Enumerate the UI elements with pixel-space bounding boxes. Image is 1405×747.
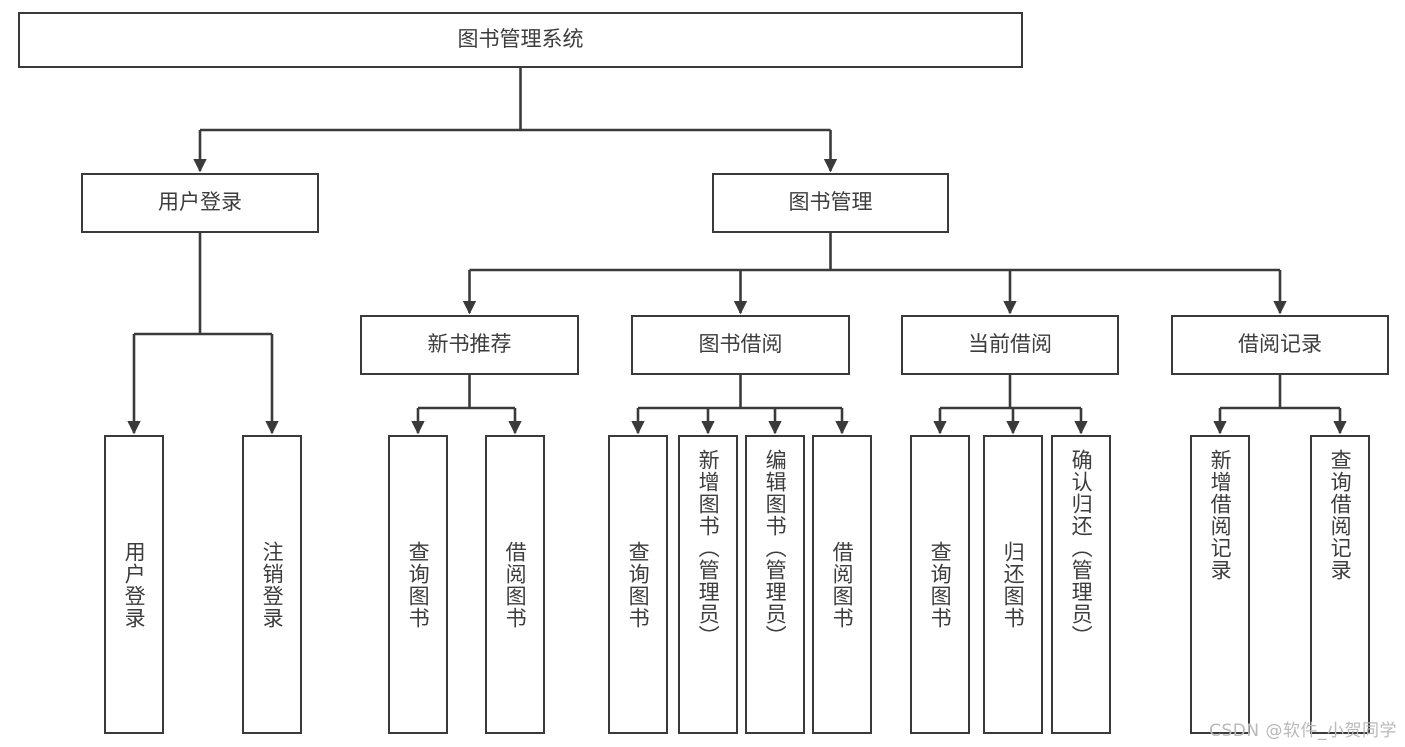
node-label: 用户登录: [158, 190, 242, 215]
node-current-borrow[interactable]: 当前借阅: [901, 315, 1119, 375]
node-label: 新书推荐: [427, 332, 512, 357]
node-leaf-query-book-borrow[interactable]: 查询图书: [608, 435, 668, 734]
node-label: 借阅图书: [503, 540, 528, 629]
node-leaf-return-book[interactable]: 归还图书: [983, 435, 1043, 734]
node-label: 查询借阅记录: [1328, 449, 1353, 581]
node-label: 新增图书（管理员）: [696, 449, 721, 647]
node-leaf-edit-book[interactable]: 编辑图书（管理员）: [745, 435, 805, 734]
node-label: 查询图书: [928, 540, 953, 629]
node-leaf-borrow-book-recommend[interactable]: 借阅图书: [485, 435, 545, 734]
node-leaf-query-book-current[interactable]: 查询图书: [910, 435, 970, 734]
node-leaf-add-book[interactable]: 新增图书（管理员）: [678, 435, 738, 734]
watermark-text: CSDN @软件_小贺同学: [1209, 721, 1397, 741]
node-label: 注销登录: [260, 540, 285, 629]
node-root[interactable]: 图书管理系统: [18, 12, 1023, 68]
node-leaf-confirm-return[interactable]: 确认归还（管理员）: [1051, 435, 1111, 734]
node-label: 确认归还（管理员）: [1069, 449, 1094, 647]
node-leaf-add-record[interactable]: 新增借阅记录: [1190, 435, 1250, 734]
node-leaf-query-record[interactable]: 查询借阅记录: [1310, 435, 1370, 734]
node-label: 查询图书: [626, 540, 651, 629]
node-leaf-user-login[interactable]: 用户登录: [104, 435, 164, 734]
node-label: 图书管理系统: [457, 27, 584, 52]
node-label: 新增借阅记录: [1208, 449, 1233, 581]
node-label: 图书管理: [788, 190, 873, 215]
node-user-login[interactable]: 用户登录: [81, 173, 319, 233]
node-label: 查询图书: [406, 540, 431, 629]
node-label: 图书借阅: [698, 332, 783, 357]
node-label: 当前借阅: [968, 332, 1052, 357]
node-label: 编辑图书（管理员）: [763, 449, 788, 647]
node-new-book-recommend[interactable]: 新书推荐: [360, 315, 579, 375]
node-label: 归还图书: [1001, 540, 1026, 629]
node-borrow-record[interactable]: 借阅记录: [1171, 315, 1389, 375]
node-book-borrow[interactable]: 图书借阅: [631, 315, 850, 375]
node-book-manage[interactable]: 图书管理: [712, 173, 949, 233]
node-label: 借阅记录: [1238, 332, 1322, 357]
node-leaf-query-book-recommend[interactable]: 查询图书: [388, 435, 448, 734]
node-label: 用户登录: [122, 540, 147, 629]
node-label: 借阅图书: [830, 540, 855, 629]
node-leaf-logout[interactable]: 注销登录: [242, 435, 302, 734]
node-leaf-borrow-book[interactable]: 借阅图书: [812, 435, 872, 734]
